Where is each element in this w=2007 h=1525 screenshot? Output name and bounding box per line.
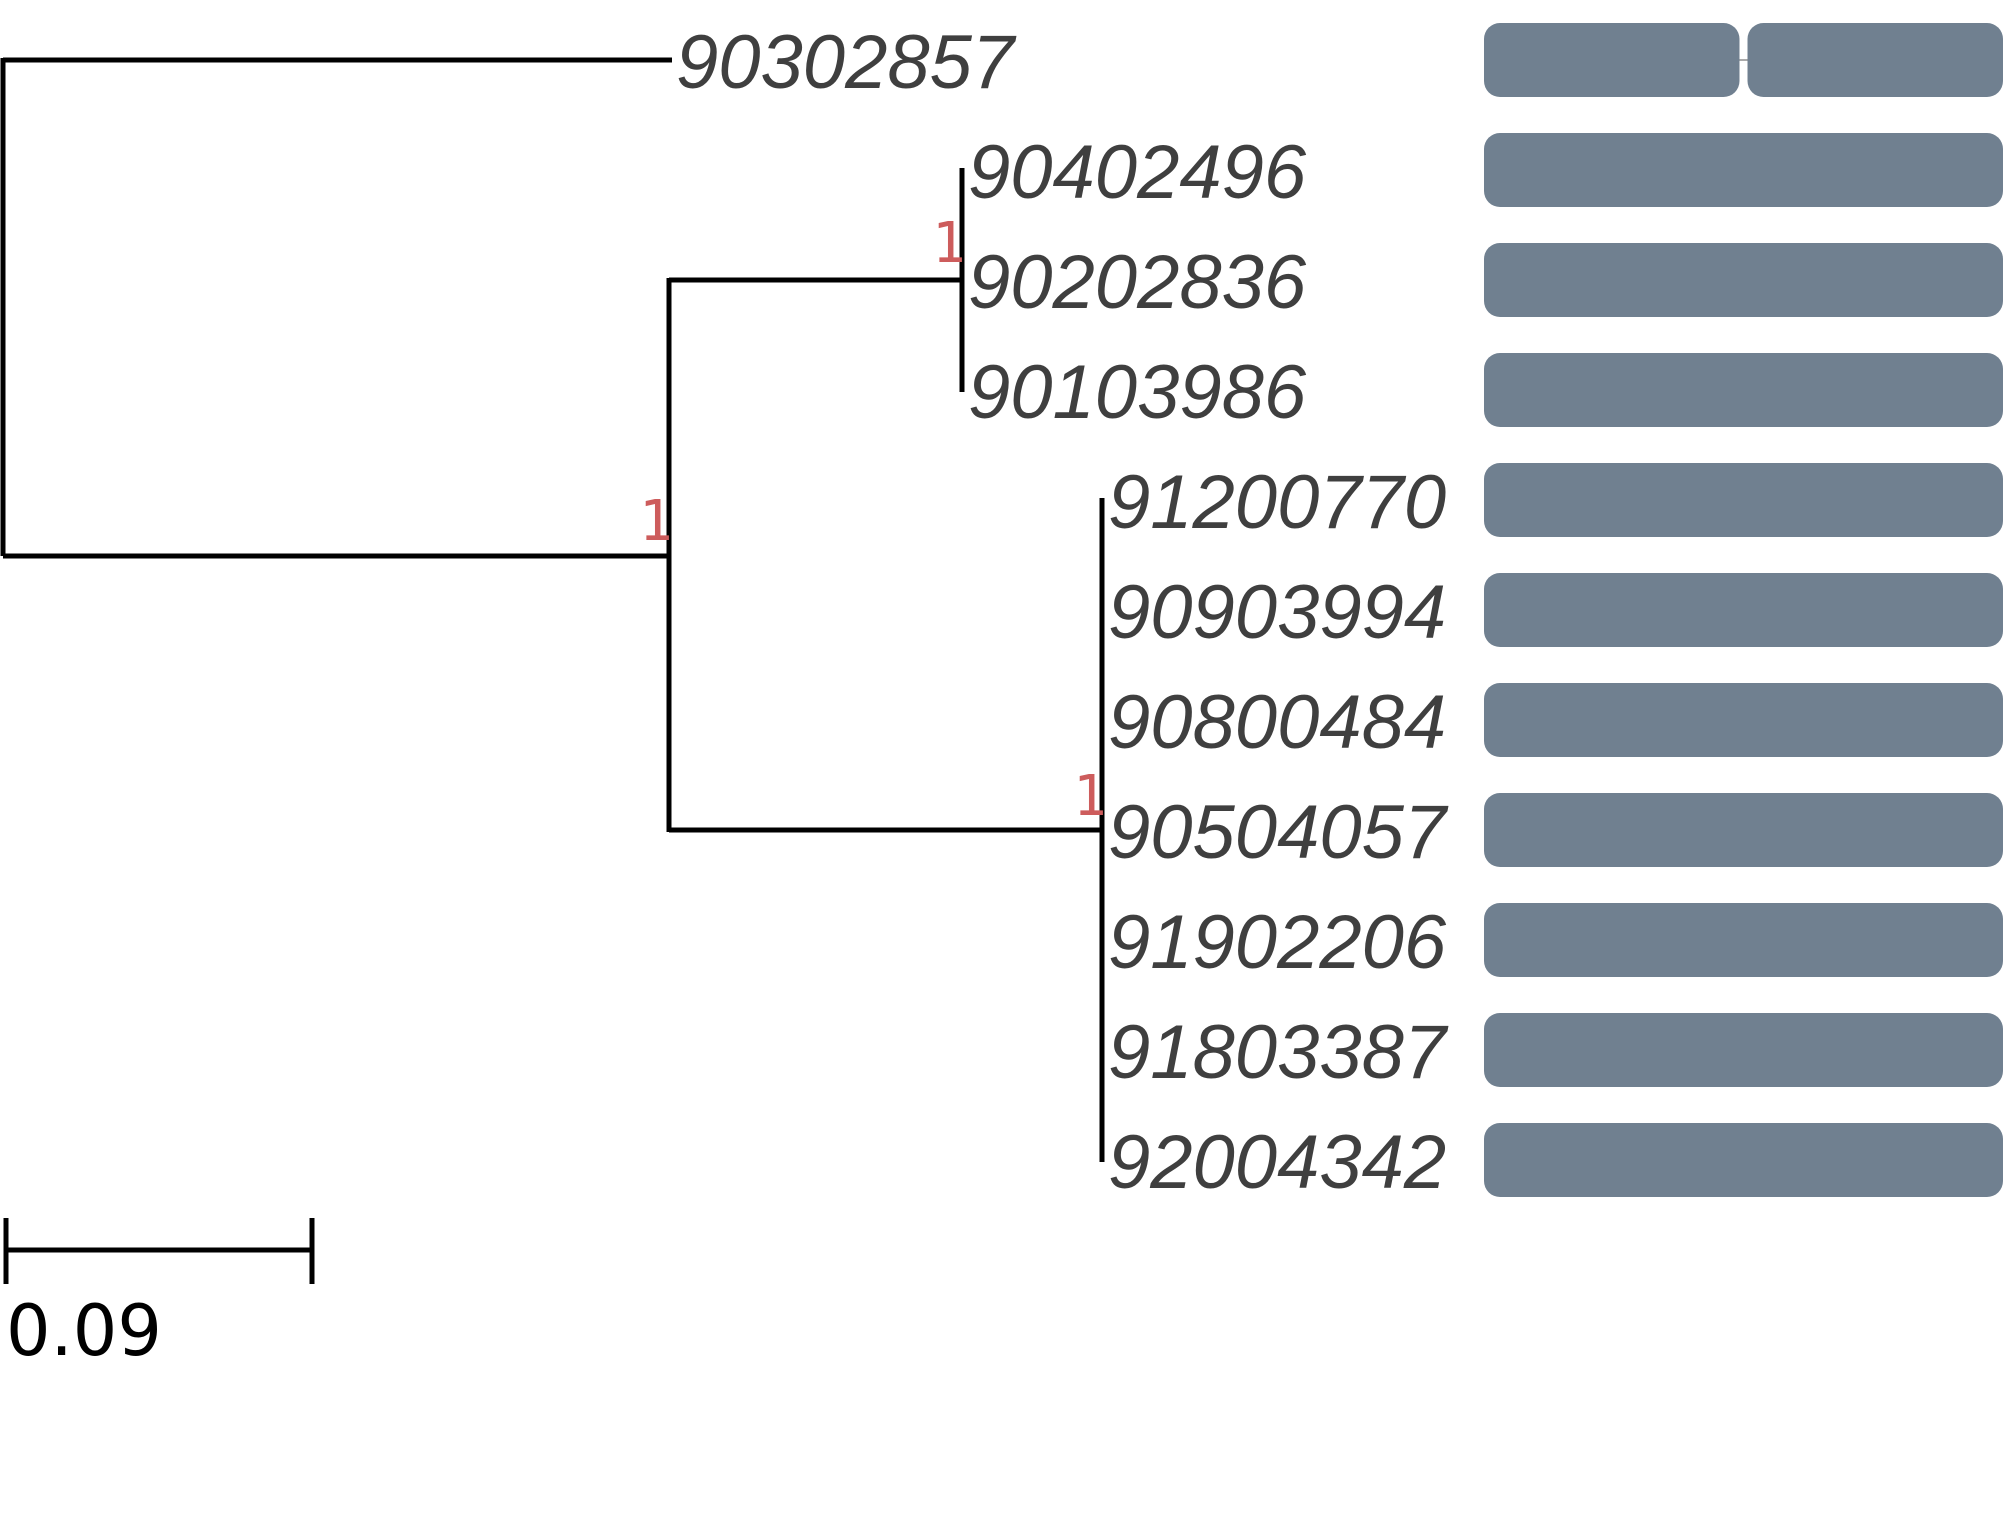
scale-bar: 0.09 xyxy=(3,1218,315,1372)
scale-bar-label: 0.09 xyxy=(6,1290,162,1372)
leaf-label: 92004342 xyxy=(1108,1120,1446,1205)
leaf-label: 90800484 xyxy=(1108,680,1446,765)
support-values: 1 1 1 xyxy=(639,211,1107,829)
domain-box xyxy=(1484,133,2003,207)
leaf-labels: 90302857 90402496 90202836 90103986 9120… xyxy=(676,20,1449,1205)
domain-box xyxy=(1484,463,2003,537)
leaf-label: 90903994 xyxy=(1108,570,1446,655)
domain-box xyxy=(1484,1013,2003,1087)
domain-architectures xyxy=(1484,23,2003,1197)
domain-box xyxy=(1484,683,2003,757)
domain-box xyxy=(1484,353,2003,427)
domain-box xyxy=(1484,1123,2003,1197)
domain-box xyxy=(1484,23,1740,97)
domain-box xyxy=(1484,243,2003,317)
branches xyxy=(0,57,1105,1162)
leaf-label: 91803387 xyxy=(1108,1010,1449,1095)
leaf-label: 91200770 xyxy=(1108,460,1446,545)
leaf-label: 90302857 xyxy=(676,20,1017,105)
domain-box xyxy=(1484,573,2003,647)
support-value-inner-clade: 1 xyxy=(639,489,673,554)
support-value-lower-clade: 1 xyxy=(1073,764,1107,829)
support-value-upper-clade: 1 xyxy=(932,211,966,276)
domain-box xyxy=(1484,793,2003,867)
domain-box xyxy=(1484,903,2003,977)
leaf-label: 90504057 xyxy=(1108,790,1449,875)
leaf-label: 91902206 xyxy=(1108,900,1447,985)
leaf-label: 90202836 xyxy=(968,240,1307,325)
domain-box xyxy=(1747,23,2003,97)
leaf-label: 90402496 xyxy=(968,130,1307,215)
leaf-label: 90103986 xyxy=(968,350,1307,435)
